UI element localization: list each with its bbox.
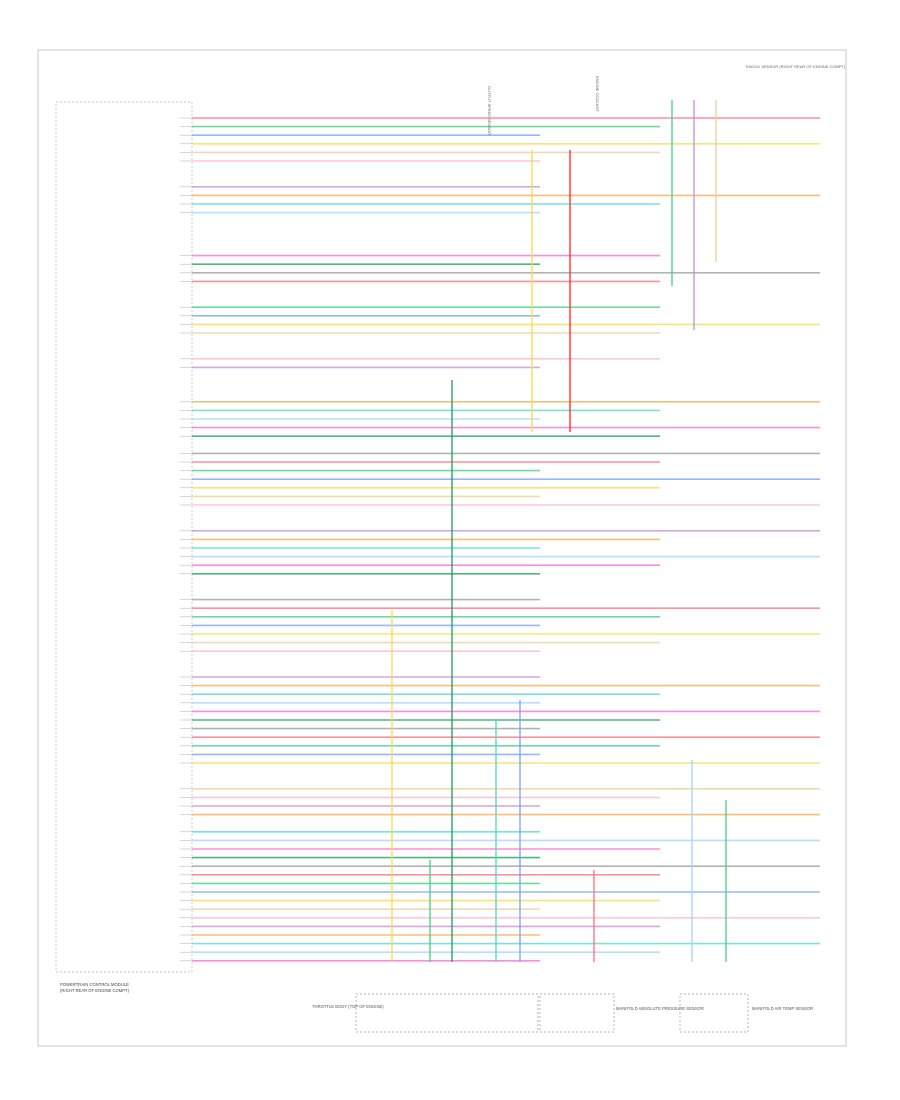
module-subtitle: (RIGHT REAR OF ENGINE COMPT) <box>60 988 130 993</box>
throttle-body-box <box>355 993 539 1033</box>
mat-sensor-box <box>679 993 749 1033</box>
output-speed-sensor-label: OUTPUT SPEED SENSOR <box>487 86 492 135</box>
top-connector-labels: OUTPUT SPEED SENSOR ENGINE COOLANT KNOCK… <box>487 64 846 135</box>
ect-sensor-label: ENGINE COOLANT <box>595 76 600 112</box>
map-sensor-label: MANIFOLD ABSOLUTE PRESSURE SENSOR <box>616 1006 704 1011</box>
wire-group <box>192 100 820 962</box>
module-title: POWERTRAIN CONTROL MODULE <box>60 982 129 987</box>
pcm-module-box <box>55 101 193 973</box>
knock-sensor-label: KNOCK SENSOR (RIGHT REAR OF ENGINE COMPT… <box>746 64 846 69</box>
diagram-frame <box>37 49 847 1047</box>
throttle-body-label: THROTTLE BODY (TOP OF ENGINE) <box>312 1004 384 1009</box>
mat-sensor-label: MANIFOLD AIR TEMP SENSOR <box>752 1006 813 1011</box>
map-sensor-box <box>539 993 615 1033</box>
pin-label-group <box>180 117 192 962</box>
